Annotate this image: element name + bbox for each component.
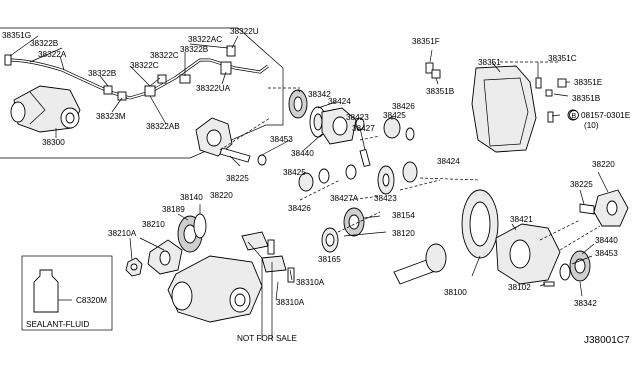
- label-38220-left: 38220: [210, 191, 233, 200]
- label-38424-mid: 38424: [437, 157, 460, 166]
- label-38310A-1: 38310A: [296, 278, 325, 287]
- label-38220-right: 38220: [592, 160, 615, 169]
- right-flange-icon: [579, 189, 629, 227]
- companion-flange-icon: [195, 117, 267, 166]
- inset-panel-border: [0, 27, 284, 159]
- label-38140: 38140: [180, 193, 203, 202]
- label-38210A: 38210A: [108, 229, 137, 238]
- diagram-id: J38001C7: [584, 335, 630, 346]
- breather-hose-assembly: [4, 45, 269, 101]
- label-38120: 38120: [392, 229, 415, 238]
- assembly-dashed-frames: [219, 61, 601, 251]
- sealant-box: [21, 255, 113, 331]
- label-38342-top: 38342: [308, 90, 331, 99]
- label-38426-top: 38426: [392, 102, 415, 111]
- diff-case-small-icon: [321, 107, 357, 145]
- label-38322U: 38322U: [230, 27, 259, 36]
- pinion-flange-icon: [147, 239, 183, 275]
- ring-gear-bolt-icon: [543, 281, 555, 287]
- label-38351B-right: 38351B: [572, 94, 601, 103]
- not-for-sale-label: NOT FOR SALE: [237, 334, 297, 343]
- label-38425-mid: 38425: [283, 168, 306, 177]
- diff-carrier-assembly-icon: [10, 85, 81, 133]
- label-38300: 38300: [42, 138, 65, 147]
- label-38423-mid: 38423: [374, 194, 397, 203]
- label-38440-right: 38440: [595, 236, 618, 245]
- bolt-badge-icon: [569, 110, 579, 120]
- label-38351G: 38351G: [2, 31, 31, 40]
- pilot-bearing-icon: [321, 207, 365, 253]
- side-bearing-icon: [288, 89, 308, 119]
- mid-side-gear-icon: [377, 161, 418, 195]
- sealant-title: SEALANT-FLUID: [26, 320, 89, 329]
- right-side-bearing-icon: [559, 250, 591, 282]
- differential-case-icon: [495, 223, 561, 285]
- leader-lines: [9, 35, 609, 340]
- label-38322UA: 38322UA: [196, 84, 231, 93]
- label-38351F: 38351F: [412, 37, 440, 46]
- label-38322AC: 38322AC: [188, 35, 222, 44]
- label-38154: 38154: [392, 211, 415, 220]
- label-38225-left: 38225: [226, 174, 249, 183]
- label-08157: 08157-0301E: [581, 111, 631, 120]
- label-38342-right: 38342: [574, 299, 597, 308]
- mid-thrust-washer-icon: [298, 164, 357, 192]
- label-38424-top: 38424: [328, 97, 351, 106]
- label-38323M: 38323M: [96, 112, 126, 121]
- sealant-part-label: C8320M: [76, 296, 107, 305]
- label-38225-right: 38225: [570, 180, 593, 189]
- pinion-nut-icon: [125, 257, 143, 277]
- label-38427A: 38427A: [330, 194, 359, 203]
- label-38322C: 38322C: [130, 61, 159, 70]
- label-38453-right: 38453: [595, 249, 618, 258]
- label-38453-top: 38453: [270, 135, 293, 144]
- label-38426-mid: 38426: [288, 204, 311, 213]
- label-38322C-2: 38322C: [150, 51, 179, 60]
- label-38165: 38165: [318, 255, 341, 264]
- label-38322B-2: 38322B: [88, 69, 117, 78]
- label-38425-top: 38425: [383, 111, 406, 120]
- label-38440-top: 38440: [291, 149, 314, 158]
- label-38102: 38102: [508, 283, 531, 292]
- rear-cover-icon: [471, 65, 537, 153]
- drive-pinion-icon: [393, 243, 447, 285]
- label-38322A: 38322A: [38, 50, 67, 59]
- label-38421: 38421: [510, 215, 533, 224]
- label-38423-top: 38423: [346, 113, 369, 122]
- label-38322B: 38322B: [30, 39, 59, 48]
- thrust-washer-icon: [355, 117, 365, 131]
- pinion-shaft-icon: [359, 148, 371, 168]
- ring-gear-icon: [461, 189, 499, 259]
- label-38100: 38100: [444, 288, 467, 297]
- bearing-cap-icon: [241, 231, 295, 283]
- label-38351E: 38351E: [574, 78, 603, 87]
- pinion-front-bearing-icon: [177, 213, 207, 253]
- label-38322AB: 38322AB: [146, 122, 180, 131]
- label-38351: 38351: [478, 58, 501, 67]
- label-38210: 38210: [142, 220, 165, 229]
- label-38310A-2: 38310A: [276, 298, 305, 307]
- label-08157-badge: B: [572, 113, 577, 120]
- pinion-mate-gear-icon: [383, 117, 415, 141]
- label-08157-qty: (10): [584, 121, 599, 130]
- label-38322B-3: 38322B: [180, 45, 209, 54]
- gear-carrier-housing-icon: [167, 255, 263, 323]
- label-38351B-left: 38351B: [426, 87, 455, 96]
- label-38189: 38189: [162, 205, 185, 214]
- label-38427: 38427: [352, 124, 375, 133]
- label-38351C: 38351C: [548, 54, 577, 63]
